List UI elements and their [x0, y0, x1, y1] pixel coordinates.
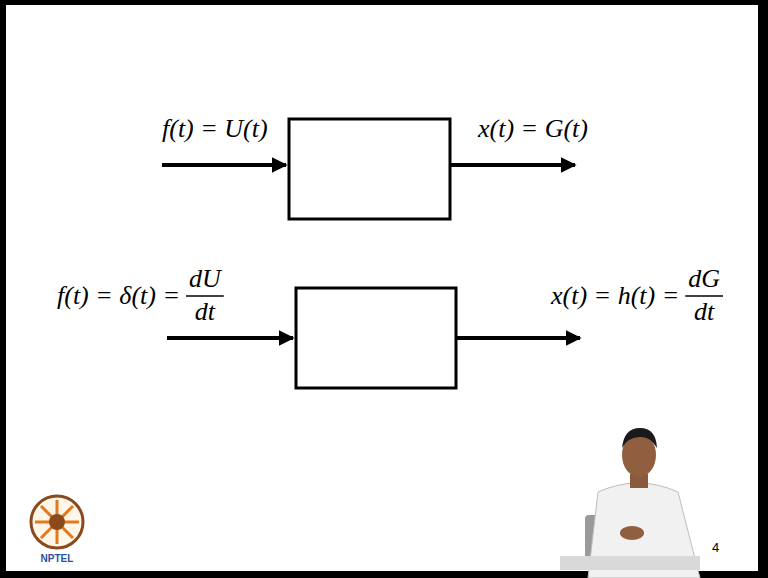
fraction-bar [186, 295, 224, 297]
slide-number: 4 [712, 540, 719, 556]
logo-ring [31, 496, 83, 548]
lecturer-hand [620, 526, 644, 540]
input-signal: f(t) = δ(t) = [57, 281, 180, 311]
fraction-bar [685, 295, 723, 297]
logo-spokes [35, 500, 79, 544]
fraction-denominator: dt [694, 297, 714, 327]
input-arrow [167, 336, 293, 340]
input-arrow [162, 163, 286, 167]
input-signal: f(t) = U(t) [162, 114, 268, 144]
output-signal: x(t) = G(t) [478, 114, 588, 144]
system-box [289, 119, 450, 219]
fraction-numerator: dU [189, 264, 221, 294]
logo-hub [49, 514, 65, 530]
output-signal: x(t) = h(t) = [551, 281, 679, 311]
lecturer-hair [622, 428, 657, 448]
logo-spoke [41, 506, 73, 538]
nptel-logo [31, 496, 83, 548]
output-arrow [456, 336, 580, 340]
fraction-numerator: dG [688, 264, 720, 294]
fraction-denominator: dt [195, 297, 215, 327]
logo-spoke [41, 506, 73, 538]
lecturer-figure [560, 428, 700, 578]
logo-text: NPTEL [41, 552, 74, 565]
desk [560, 556, 700, 570]
output-arrow [450, 163, 575, 167]
system-box [296, 288, 456, 388]
